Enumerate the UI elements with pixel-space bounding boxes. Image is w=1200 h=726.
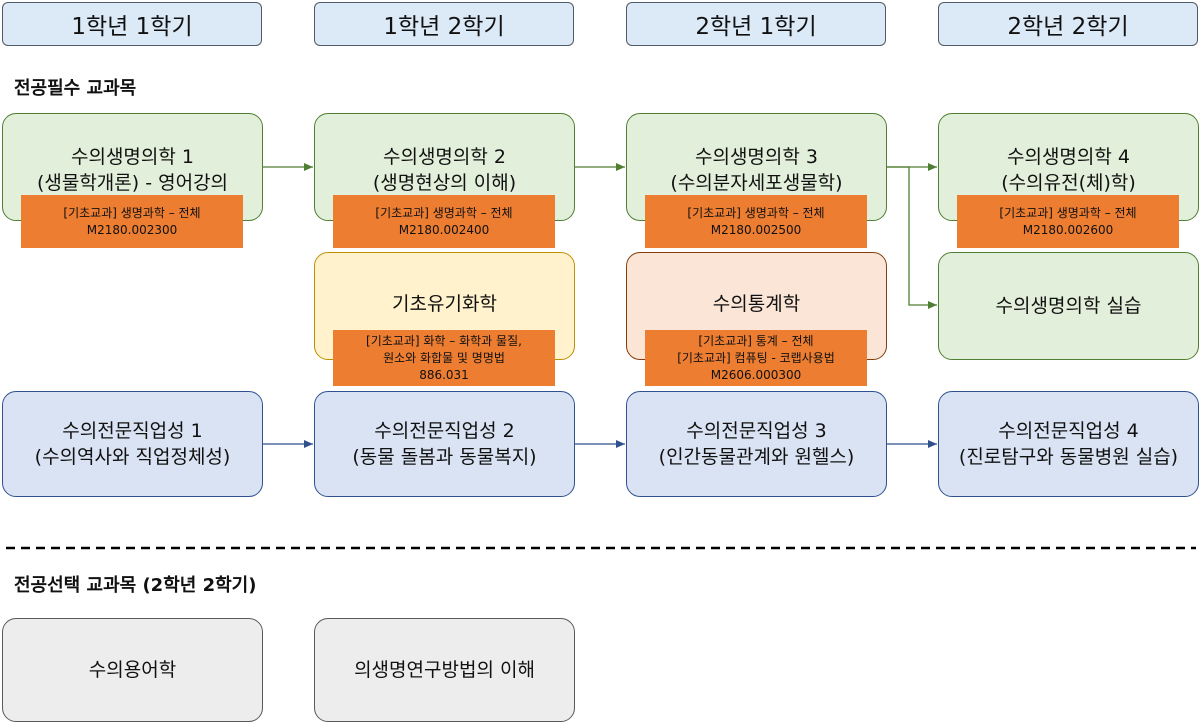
course-bio4-code-label: [기초교과] 생명과학 – 전체 M2180.002600	[957, 195, 1179, 248]
course-bio2-title: 수의생명의학 2	[382, 146, 506, 168]
course-bio2-subtitle: (생명현상의 이해)	[372, 172, 517, 194]
elective-course-1-title: 수의용어학	[88, 659, 177, 681]
course-statistics-title: 수의통계학	[712, 293, 801, 315]
course-prof4-subtitle: (진로탐구와 동물병원 실습)	[958, 446, 1179, 468]
course-prof4-title: 수의전문직업성 4	[998, 420, 1139, 442]
course-bio-lab: 수의생명의학 실습	[938, 252, 1199, 360]
course-bio4-title: 수의생명의학 4	[1006, 146, 1130, 168]
course-prof3-subtitle: (인간동물관계와 원헬스)	[658, 446, 855, 468]
code-line: [기초교과] 화학 – 화학과 물질,	[366, 333, 522, 348]
course-bio2-code-label: [기초교과] 생명과학 – 전체 M2180.002400	[333, 195, 555, 248]
elective-course-1: 수의용어학	[2, 618, 263, 722]
code-line: M2606.000300	[710, 367, 802, 382]
semester-header-2: 1학년 2학기	[314, 2, 574, 46]
course-prof2-subtitle: (동물 돌봄과 동물복지)	[352, 446, 537, 468]
course-bio-lab-title: 수의생명의학 실습	[995, 295, 1142, 317]
semester-header-3: 2학년 1학기	[626, 2, 886, 46]
course-prof1: 수의전문직업성 1 (수의역사와 직업정체성)	[2, 391, 263, 497]
course-prof1-subtitle: (수의역사와 직업정체성)	[34, 446, 231, 468]
course-prof3: 수의전문직업성 3 (인간동물관계와 원헬스)	[626, 391, 887, 497]
code-line: M2180.002400	[398, 222, 490, 237]
course-bio1-subtitle: (생물학개론) - 영어강의	[36, 172, 229, 194]
elective-course-2-title: 의생명연구방법의 이해	[354, 659, 535, 681]
code-line: [기초교과] 통계 – 전체	[698, 333, 814, 348]
course-statistics-code-label: [기초교과] 통계 – 전체 [기초교과] 컴퓨팅 - 코랩사용법 M2606.…	[645, 330, 867, 386]
code-line: M2180.002500	[710, 222, 802, 237]
course-prof1-title: 수의전문직업성 1	[62, 420, 203, 442]
required-courses-title: 전공필수 교과목	[14, 78, 137, 99]
course-prof4: 수의전문직업성 4 (진로탐구와 동물병원 실습)	[938, 391, 1199, 497]
code-line: [기초교과] 생명과학 – 전체	[687, 205, 825, 220]
code-line: 원소와 화합물 및 명명법	[383, 350, 505, 365]
code-line: [기초교과] 생명과학 – 전체	[375, 205, 513, 220]
course-prof2: 수의전문직업성 2 (동물 돌봄과 동물복지)	[314, 391, 575, 497]
course-bio3-subtitle: (수의분자세포생물학)	[670, 172, 843, 194]
code-line: 886.031	[419, 367, 469, 382]
course-bio1-code-label: [기초교과] 생명과학 – 전체 M2180.002300	[21, 195, 243, 248]
course-organic-chemistry-code-label: [기초교과] 화학 – 화학과 물질, 원소와 화합물 및 명명법 886.03…	[333, 330, 555, 386]
course-organic-chemistry-title: 기초유기화학	[392, 293, 497, 315]
course-prof2-title: 수의전문직업성 2	[374, 420, 515, 442]
elective-courses-title: 전공선택 교과목 (2학년 2학기)	[14, 575, 257, 596]
semester-header-1: 1학년 1학기	[2, 2, 262, 46]
code-line: M2180.002300	[86, 222, 178, 237]
course-prof3-title: 수의전문직업성 3	[686, 420, 827, 442]
code-line: [기초교과] 컴퓨팅 - 코랩사용법	[677, 350, 835, 365]
course-bio1-title: 수의생명의학 1	[70, 146, 194, 168]
course-bio3-code-label: [기초교과] 생명과학 – 전체 M2180.002500	[645, 195, 867, 248]
code-line: M2180.002600	[1022, 222, 1114, 237]
course-bio4-subtitle: (수의유전(체)학)	[1001, 172, 1136, 194]
course-bio3-title: 수의생명의학 3	[694, 146, 818, 168]
semester-header-4: 2학년 2학기	[938, 2, 1198, 46]
code-line: [기초교과] 생명과학 – 전체	[999, 205, 1137, 220]
arrow-bio3-lab	[887, 166, 937, 309]
code-line: [기초교과] 생명과학 – 전체	[63, 205, 201, 220]
elective-course-2: 의생명연구방법의 이해	[314, 618, 575, 722]
